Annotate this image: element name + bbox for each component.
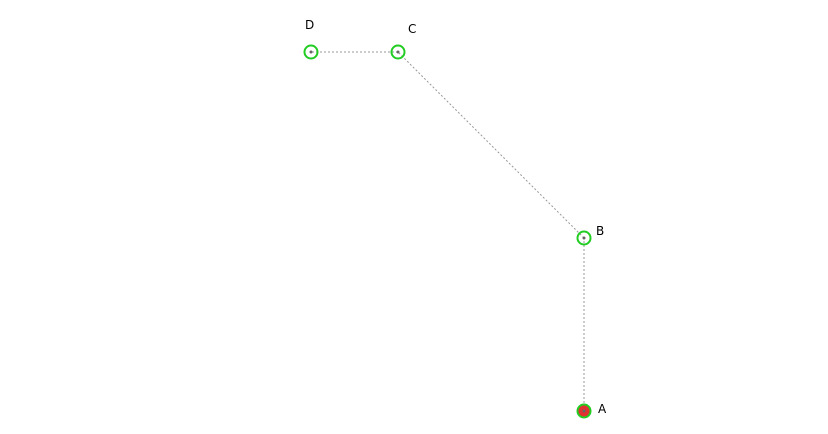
waypoint-label: D bbox=[305, 18, 314, 32]
waypoint-center bbox=[396, 50, 400, 54]
waypoint-label: A bbox=[598, 402, 607, 416]
waypoint-center bbox=[582, 409, 586, 413]
waypoint-center bbox=[309, 50, 313, 54]
waypoint-ring bbox=[303, 44, 319, 60]
waypoint-ring bbox=[576, 230, 592, 246]
path-segment bbox=[397, 51, 585, 239]
waypoint-b[interactable]: B bbox=[576, 224, 605, 246]
waypoint-d[interactable]: D bbox=[303, 18, 319, 60]
waypoint-label: C bbox=[408, 22, 416, 36]
waypoint-label: B bbox=[596, 224, 604, 238]
waypoint-c[interactable]: C bbox=[390, 22, 417, 60]
waypoint-center bbox=[582, 236, 586, 240]
waypoint-a[interactable]: A bbox=[576, 402, 608, 419]
waypoint-ring bbox=[390, 44, 406, 60]
